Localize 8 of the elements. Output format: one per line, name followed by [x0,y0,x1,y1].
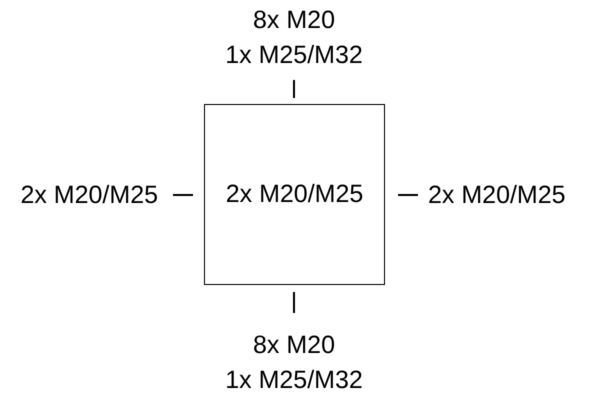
node-label: 2x M20/M25 [226,180,364,209]
entry-label: 2x M20/M25 [428,183,566,208]
entry-label: 2x M20/M25 [20,183,158,208]
entry-label: 1x M25/M32 [225,368,363,393]
entry-label: 8x M20 [253,333,335,358]
entry-label: 1x M25/M32 [225,43,363,68]
enclosure-box [204,104,385,285]
entry-label: 8x M20 [253,8,335,33]
